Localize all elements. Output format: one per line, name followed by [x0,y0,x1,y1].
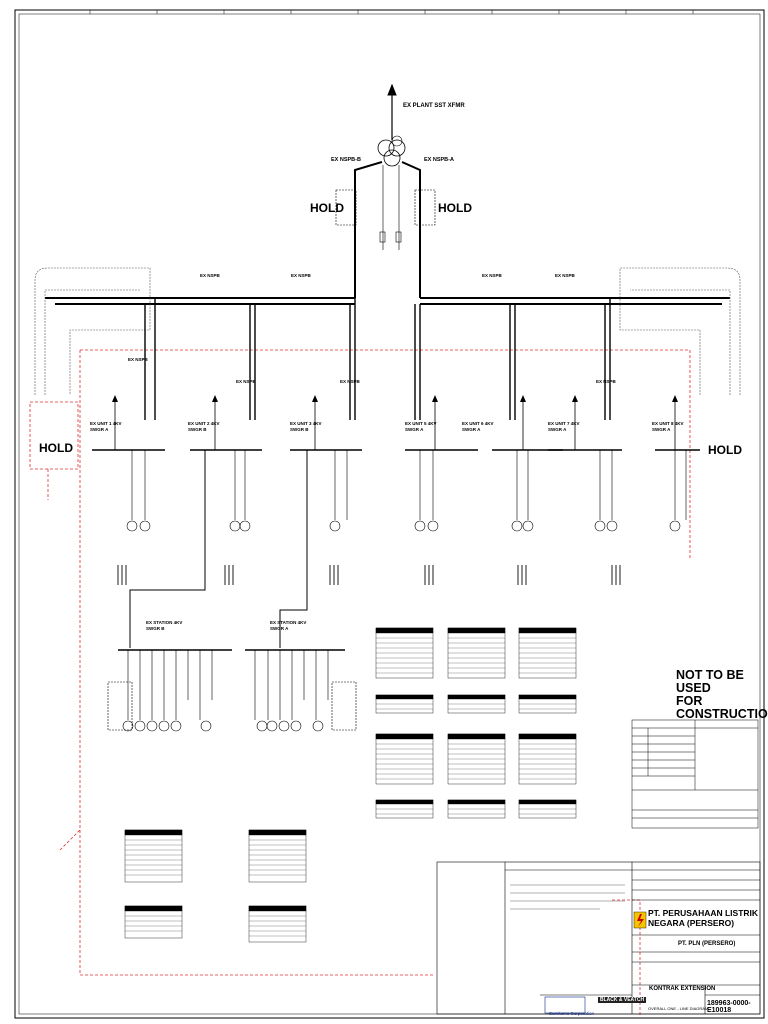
nspb-label: EX NSPB [596,379,616,384]
incoming-feeder [377,83,406,167]
document-number: 189963-0000-E10018 [707,1000,751,1014]
transformer-label: EX PLANT SST XFMR [403,103,465,109]
table-14 [248,829,307,883]
hold-label: HOLD [708,443,742,457]
hold-label: HOLD [438,201,472,215]
table-16 [248,905,307,943]
not-for-construction-stamp: NOT TO BE USED FOR CONSTRUCTION [676,668,768,721]
nspb-label: EX NSPB [200,273,220,278]
nspb-label: EX NSPB [236,379,256,384]
source-arrows [112,395,678,450]
title-block [436,861,761,1015]
nspb-label: EX NSPB [128,357,148,362]
nspb-label: EX NSPB [291,273,311,278]
project-title: KONTRAK EXTENSION [649,986,716,992]
grid-ticks [89,10,694,14]
nspb-label: EX NSPB [482,273,502,278]
owner-name: PT. PLN (PERSERO) [678,941,736,947]
table-15 [124,905,183,939]
schedule-tables [124,627,577,943]
station-branches [107,650,357,732]
bus-label: EX NSPB-A [424,157,454,163]
hold-label: HOLD [39,441,73,455]
nspb-label: EX NSPB [340,379,360,384]
company-name: PT. PERUSAHAAN LISTRIK NEGARA (PERSERO) [648,908,759,928]
station-ties [129,450,308,648]
review-block [631,719,759,829]
feeder-drops [144,298,611,420]
partner-logo: Sumitomo Corporation [549,1011,595,1016]
motor-branches [126,450,687,532]
bus-label: EX NSPB-B [331,157,361,163]
pln-logo-icon [633,911,647,929]
cable-tags [117,565,621,585]
note-lines [510,884,625,910]
transformer-secondaries [354,161,421,298]
table-rules [125,637,576,937]
drawing-title: OVERALL ONE - LINE DIAGRAM [648,1006,709,1011]
existing-enclosures [34,267,741,395]
table-13 [124,829,183,883]
hold-label: HOLD [310,201,344,215]
engineer-logo: BLACK & VEATCH [598,997,647,1003]
nspb-label: EX NSPB [555,273,575,278]
main-bus [45,297,730,305]
